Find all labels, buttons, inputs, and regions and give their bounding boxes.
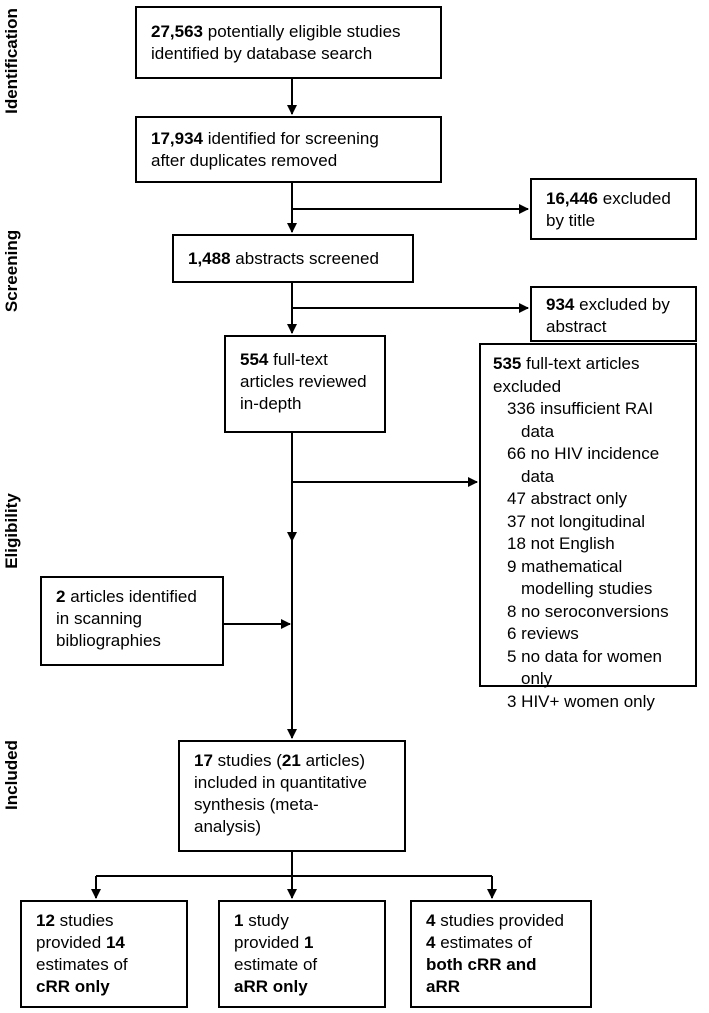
- box-arr-only: 1 study provided 1 estimate of aRR only: [218, 900, 386, 1008]
- box-abstracts-screened: 1,488 abstracts screened: [172, 234, 414, 283]
- text-crr: studies: [59, 911, 114, 930]
- text-both: studies provided: [440, 911, 565, 930]
- box-fulltext-reviewed: 554 full-text articles reviewed in-depth: [224, 335, 386, 433]
- count-crr-estimates: 14: [105, 933, 125, 952]
- text-arr-3: estimate of: [234, 955, 318, 974]
- reason-item: 8 no seroconversions: [507, 601, 669, 621]
- text-fulltext: full-text: [273, 350, 328, 369]
- count-identified: 27,563: [151, 22, 203, 41]
- count-fulltext: 554: [240, 350, 269, 369]
- text-fulltext-excluded-2: excluded: [493, 376, 562, 396]
- reason-item: 5 no data for women: [507, 646, 662, 666]
- box-excluded-by-abstract: 934 excluded by abstract: [530, 286, 697, 342]
- text-included-articles: articles): [305, 751, 366, 770]
- text-excluded-title-2: by title: [546, 211, 596, 230]
- text-screening-2: after duplicates removed: [151, 151, 338, 170]
- reason-item: 3 HIV+ women only: [507, 691, 655, 711]
- text-included-3: synthesis (meta-: [194, 795, 319, 814]
- text-included: studies (: [217, 751, 282, 770]
- text-screening: identified for screening: [207, 129, 379, 148]
- count-bibliographies: 2: [56, 587, 66, 606]
- box-excluded-by-title: 16,446 excluded by title: [530, 178, 697, 240]
- reason-item: 336 insufficient RAI: [507, 399, 654, 418]
- text-arr-bold: aRR only: [234, 977, 308, 996]
- box-both-crr-arr: 4 studies provided 4 estimates of both c…: [410, 900, 592, 1008]
- box-screening-after-duplicates: 17,934 identified for screening after du…: [135, 116, 442, 183]
- text-arr: study: [248, 911, 289, 930]
- reason-item: 37 not longitudinal: [507, 511, 646, 531]
- text-both-bold-2: aRR: [426, 977, 461, 996]
- count-screening: 17,934: [151, 129, 203, 148]
- text-arr-2: provided: [234, 933, 300, 952]
- text-included-2: included in quantitative: [194, 773, 367, 792]
- text-identified-2: identified by database search: [151, 44, 373, 63]
- text-identified: potentially eligible studies: [207, 22, 401, 41]
- count-crr-studies: 12: [36, 911, 55, 930]
- text-crr-2: provided: [36, 933, 102, 952]
- count-included-studies: 17: [194, 751, 213, 770]
- box-included-synthesis: 17 studies (21 articles) included in qua…: [178, 740, 406, 852]
- text-fulltext-2: articles reviewed: [240, 372, 367, 391]
- box-crr-only: 12 studies provided 14 estimates of cRR …: [20, 900, 188, 1008]
- count-fulltext-excluded: 535: [493, 354, 522, 373]
- text-both-bold-1: both cRR and: [426, 955, 537, 974]
- reason-item-cont: data: [521, 421, 555, 441]
- box-identified-database: 27,563 potentially eligible studies iden…: [135, 6, 442, 79]
- reason-item-cont: modelling studies: [521, 579, 653, 598]
- reason-item: 47 abstract only: [507, 489, 628, 508]
- count-abstracts: 1,488: [188, 249, 231, 268]
- text-bibliographies-2: in scanning: [56, 609, 143, 628]
- text-crr-3: estimates of: [36, 955, 128, 974]
- exclusion-reasons-list: 336 insufficient RAI data 66 no HIV inci…: [493, 398, 695, 713]
- reason-item: 9 mathematical: [507, 556, 623, 576]
- box-fulltext-excluded: 535 full-text articles excluded 336 insu…: [479, 343, 697, 711]
- count-included-articles: 21: [281, 751, 301, 770]
- reason-item: 6 reviews: [507, 624, 579, 643]
- count-excluded-title: 16,446: [546, 189, 598, 208]
- text-abstracts: abstracts screened: [235, 249, 379, 268]
- text-both-2: estimates of: [440, 933, 532, 952]
- count-both-studies: 4: [426, 911, 436, 930]
- reason-item-cont: data: [521, 466, 555, 486]
- text-fulltext-3: in-depth: [240, 394, 302, 413]
- text-bibliographies: articles identified: [70, 587, 197, 606]
- text-bibliographies-3: bibliographies: [56, 631, 161, 650]
- count-both-estimates: 4: [426, 933, 436, 952]
- reason-item-cont: only: [521, 669, 553, 688]
- box-bibliographies: 2 articles identified in scanning biblio…: [40, 576, 224, 666]
- text-fulltext-excluded: full-text articles: [526, 354, 640, 373]
- text-excluded-title: excluded: [602, 189, 671, 208]
- text-included-4: analysis): [194, 817, 262, 836]
- count-excluded-abstract: 934: [546, 295, 575, 314]
- count-arr-estimates: 1: [303, 933, 314, 952]
- text-crr-bold: cRR only: [36, 977, 110, 996]
- text-excluded-abstract-2: abstract: [546, 317, 607, 336]
- text-excluded-abstract: excluded by: [579, 295, 670, 314]
- count-arr-studies: 1: [234, 911, 244, 930]
- reason-item: 18 not English: [507, 534, 615, 553]
- reason-item: 66 no HIV incidence: [507, 444, 660, 463]
